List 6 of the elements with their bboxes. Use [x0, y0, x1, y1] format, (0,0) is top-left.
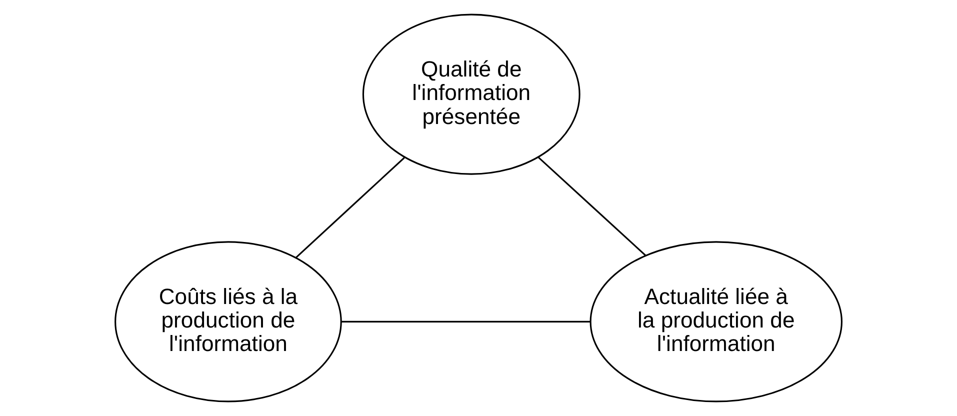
- node-ellipse: Actualité liée à la production de l'information: [590, 241, 842, 402]
- connector: [341, 320, 590, 322]
- connector: [538, 156, 646, 256]
- connector: [295, 157, 405, 258]
- node-ellipse: Coûts liés à la production de l'information: [114, 241, 342, 402]
- node-ellipse: Qualité de l'information présentée: [362, 14, 580, 175]
